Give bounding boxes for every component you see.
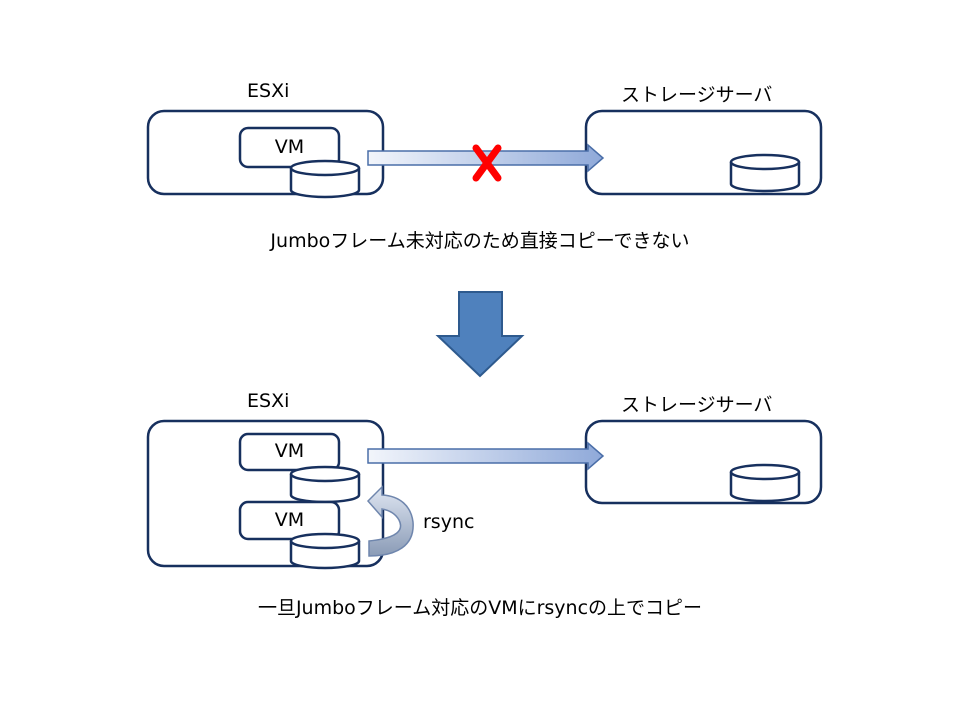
x-mark-icon [472,144,502,182]
rsync-curved-arrow-icon [366,485,414,557]
storage-disk-icon-top [729,153,801,193]
vm-disk-icon-bottom-2 [289,532,361,570]
vm-disk-icon-top [289,159,361,199]
caption-top: Jumboフレーム未対応のため直接コピーできない [270,230,690,252]
copy-arrow-bottom [367,441,605,471]
vm-label-bottom-2: VM [274,509,305,531]
vm-label-top: VM [274,136,305,158]
vm-box-top [238,126,341,169]
storage-server-label-bottom: ストレージサーバ [621,394,773,416]
vm-box-bottom-1 [238,432,341,472]
storage-server-label-top: ストレージサーバ [621,84,773,106]
down-arrow-icon [435,291,525,378]
esxi-label-bottom: ESXi [247,390,290,412]
storage-disk-icon-bottom [729,463,801,503]
vm-disk-icon-bottom-1 [289,465,361,504]
vm-label-bottom-1: VM [274,440,305,462]
caption-bottom: 一旦Jumboフレーム対応のVMにrsyncの上でコピー [257,597,703,619]
vm-box-bottom-2 [238,500,341,541]
esxi-label-top: ESXi [247,80,290,102]
rsync-label: rsync [423,511,475,533]
